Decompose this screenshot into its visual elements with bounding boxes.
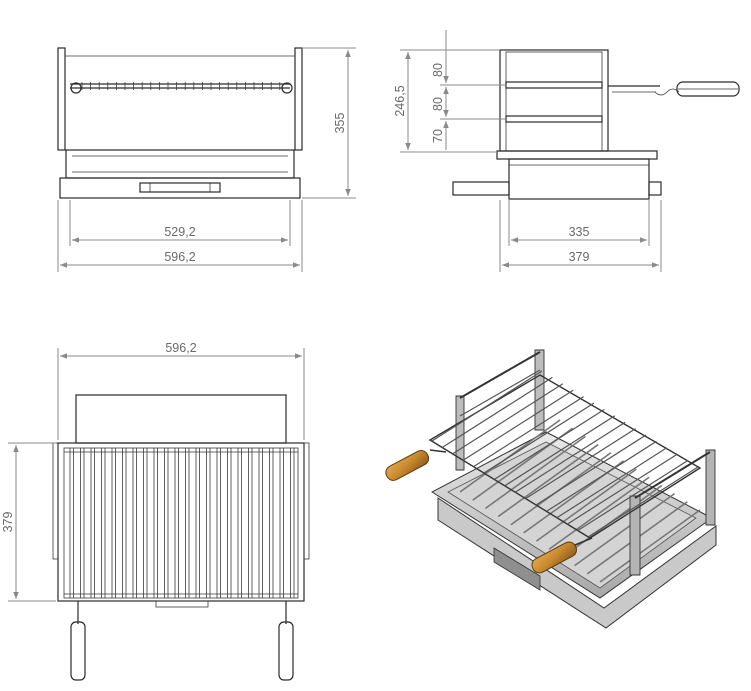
front-right-rod-knob [281, 82, 293, 94]
top-right-handle [278, 621, 294, 681]
side-rack-height-dimension: 246,5 [393, 85, 407, 116]
front-inner-width-dimension: 529,2 [164, 225, 195, 239]
top-back-tray [75, 394, 287, 444]
side-wood-handle [676, 81, 740, 97]
front-overall-width-dimension: 596,2 [164, 250, 195, 264]
side-spacing-top-dimension: 80 [431, 63, 445, 77]
front-left-post [57, 47, 66, 151]
side-overall-depth-dimension: 379 [569, 250, 590, 264]
side-drawer-pull [452, 181, 510, 196]
front-height-dimension: 355 [333, 113, 347, 134]
top-left-handle [70, 621, 86, 681]
iso-drawer-base [437, 497, 717, 629]
front-view: 355 529,2 596,2 [57, 47, 356, 272]
front-drawer [59, 177, 301, 199]
front-ash-tray [65, 149, 295, 179]
side-rack-level-1 [505, 81, 603, 89]
top-overall-width-dimension: 596,2 [165, 341, 196, 355]
side-view: 246,5 80 80 70 335 379 [393, 30, 740, 272]
side-rack-frame [499, 49, 609, 152]
iso-left-handle [385, 449, 430, 481]
side-spacing-middle-dimension: 80 [431, 97, 445, 111]
side-tray-depth-dimension: 335 [569, 225, 590, 239]
isometric-view [385, 349, 717, 629]
top-view: 596,2 379 [1, 341, 310, 681]
front-left-rod-knob [70, 82, 82, 94]
front-drawer-handle [139, 182, 221, 193]
top-depth-dimension: 379 [1, 512, 15, 533]
side-ash-tray [508, 158, 650, 200]
side-spacing-bottom-dimension: 70 [431, 129, 445, 143]
front-right-post [294, 47, 303, 151]
iso-right-handle [531, 541, 577, 574]
iso-grill-rack [428, 374, 702, 539]
side-rack-level-2 [505, 115, 603, 123]
iso-drawer-pull [493, 547, 541, 591]
